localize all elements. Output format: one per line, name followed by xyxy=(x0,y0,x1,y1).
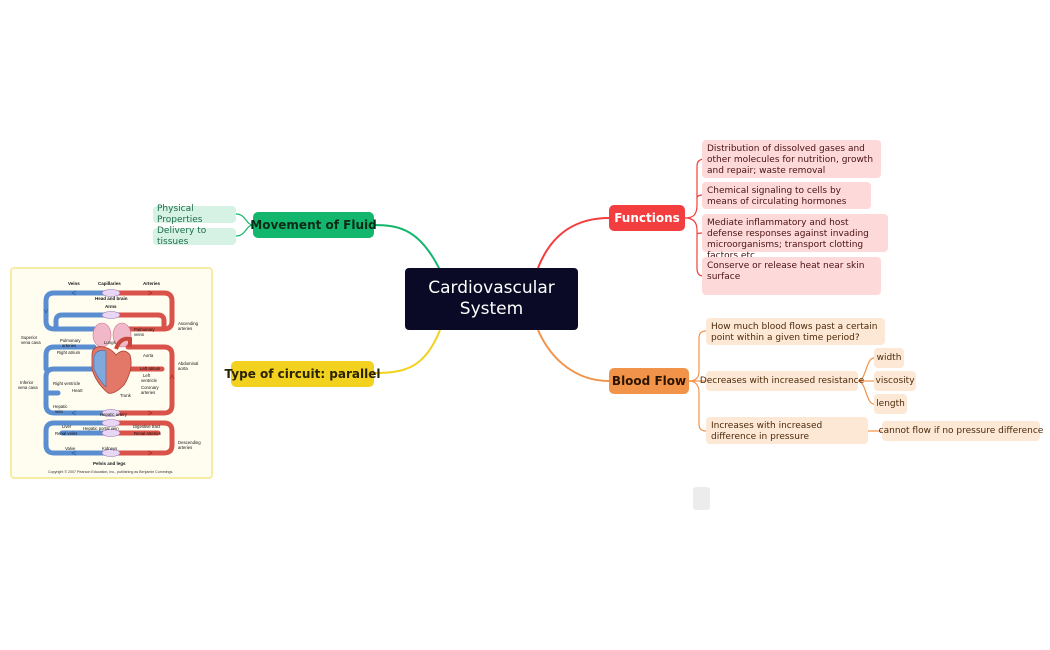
blood-flow-definition[interactable]: How much blood flows past a certain poin… xyxy=(706,318,885,345)
blood-flow-pressure[interactable]: Increases with increased difference in p… xyxy=(706,417,868,444)
blood-flow-resistance[interactable]: Decreases with increased resistance xyxy=(700,371,864,391)
label-digestive-tract: Digestive tract xyxy=(133,424,161,429)
label-ventricle: ventricle xyxy=(141,378,158,383)
subtopic-text: viscosity xyxy=(875,375,915,386)
fluid-bracket xyxy=(235,213,254,237)
subtopic-text: cannot flow if no pressure difference xyxy=(878,425,1044,436)
link-movement-of-fluid xyxy=(373,224,441,271)
label-veins-2: veins xyxy=(134,332,144,337)
label-arteries: Arteries xyxy=(143,281,161,286)
label-abdominal: Abdominal xyxy=(178,361,198,366)
function-item-conserve-heat[interactable]: Conserve or release heat near skin surfa… xyxy=(702,257,881,295)
subtopic-text: length xyxy=(876,398,905,409)
circulation-diagram: Veins Capillaries Arteries Head and brai… xyxy=(18,281,201,474)
function-text: Chemical signaling to cells by means of … xyxy=(707,186,847,207)
resistance-width[interactable]: width xyxy=(874,348,904,368)
label-liver: Liver xyxy=(62,424,72,429)
label-arteries-5: arteries xyxy=(178,445,192,450)
function-text: Conserve or release heat near skin surfa… xyxy=(707,261,865,282)
label-trunk: Trunk xyxy=(120,393,132,398)
function-text: Mediate inflammatory and host defense re… xyxy=(707,218,869,261)
label-descending: Descending xyxy=(178,440,201,445)
link-blood-flow xyxy=(537,329,610,382)
label-vena-cava: vena cava xyxy=(21,340,41,345)
label-capillaries: Capillaries xyxy=(98,281,121,286)
function-text: Distribution of dissolved gases and othe… xyxy=(707,144,874,176)
label-head-brain: Head and brain xyxy=(95,296,128,301)
branch-label: Type of circuit: parallel xyxy=(224,367,381,381)
branch-label: Blood Flow xyxy=(611,374,687,388)
label-renal-arteries: Renal arteries xyxy=(134,431,161,436)
subtopic-text: Decreases with increased resistance xyxy=(699,375,865,386)
subtopic-text: How much blood flows past a certain poin… xyxy=(711,322,878,343)
label-pulmonary: Pulmonary xyxy=(60,338,81,343)
subtopic-text: Increases with increased difference in p… xyxy=(711,421,823,442)
branch-label: Functions xyxy=(614,211,680,225)
label-vena-cava-2: vena cava xyxy=(18,385,38,390)
label-arteries-2: arteries xyxy=(62,343,76,348)
heart xyxy=(91,336,132,394)
function-item-chemical-signaling[interactable]: Chemical signaling to cells by means of … xyxy=(702,182,871,209)
label-hepatic-artery: Hepatic artery xyxy=(100,412,128,417)
label-right-atrium: Right atrium xyxy=(57,350,81,355)
label-pelvis-legs: Pelvis and legs xyxy=(93,461,126,466)
branch-blood-flow[interactable]: Blood Flow xyxy=(609,368,689,394)
blood-flow-bracket xyxy=(688,330,882,432)
subtopic-delivery-to-tissues[interactable]: Delivery to tissues xyxy=(153,225,236,247)
subtopic-label: Delivery to tissues xyxy=(157,225,207,247)
link-type-of-circuit xyxy=(373,329,441,374)
label-inferior: Inferior xyxy=(20,380,34,385)
label-right-ventricle: Right ventricle xyxy=(53,381,81,386)
floating-empty-topic[interactable] xyxy=(693,487,710,510)
label-heart: Heart xyxy=(72,388,83,393)
pressure-note[interactable]: cannot flow if no pressure difference xyxy=(879,421,1043,441)
label-arms: Arms xyxy=(105,304,117,309)
label-aorta-2: aorta xyxy=(178,366,188,371)
label-veins: Veins xyxy=(68,281,80,286)
vein-loops xyxy=(43,290,113,456)
function-item-mediate-inflammatory[interactable]: Mediate inflammatory and host defense re… xyxy=(702,214,888,261)
label-hepatic: Hepatic xyxy=(53,404,68,409)
diagram-labels: Veins Capillaries Arteries Head and brai… xyxy=(18,281,201,474)
subtopic-text: width xyxy=(876,352,902,363)
label-left-atrium: Left atrium xyxy=(140,366,161,371)
central-topic-label: Cardiovascular System xyxy=(428,278,555,319)
flow-arrows xyxy=(43,290,175,456)
label-ascending: Ascending xyxy=(178,321,199,326)
resistance-length[interactable]: length xyxy=(874,394,907,414)
label-hepatic-portal-vein: Hepatic portal vein xyxy=(83,426,119,431)
function-item-distribution[interactable]: Distribution of dissolved gases and othe… xyxy=(702,140,881,178)
label-vein: vein xyxy=(55,409,63,414)
label-coronary: Coronary xyxy=(141,385,160,390)
branch-type-of-circuit[interactable]: Type of circuit: parallel xyxy=(225,361,380,387)
branch-movement-of-fluid[interactable]: Movement of Fluid xyxy=(250,212,377,238)
label-copyright: Copyright © 2007 Pearson Education, Inc.… xyxy=(48,470,173,474)
label-lungs: Lungs xyxy=(104,340,116,345)
link-functions xyxy=(537,217,610,269)
subtopic-physical-properties[interactable]: Physical Properties xyxy=(153,203,236,225)
label-arteries-4: arteries xyxy=(141,390,155,395)
circulation-diagram-image[interactable]: Veins Capillaries Arteries Head and brai… xyxy=(10,267,213,479)
central-topic[interactable]: Cardiovascular System xyxy=(405,268,578,330)
branch-functions[interactable]: Functions xyxy=(609,205,685,231)
resistance-viscosity[interactable]: viscosity xyxy=(874,371,916,391)
label-pulmonary-v: Pulmonary xyxy=(134,327,155,332)
label-arteries-3: arteries xyxy=(178,326,192,331)
label-valve: Valve xyxy=(65,446,76,451)
label-aorta: Aorta xyxy=(143,353,154,358)
subtopic-label: Physical Properties xyxy=(157,203,203,225)
label-renal-veins: Renal veins xyxy=(55,431,77,436)
label-superior: Superior xyxy=(21,335,38,340)
label-left: Left xyxy=(143,373,151,378)
branch-label: Movement of Fluid xyxy=(250,218,377,232)
lungs xyxy=(92,322,132,348)
label-kidneys: Kidneys xyxy=(102,446,117,451)
capillary-beds xyxy=(101,289,121,457)
